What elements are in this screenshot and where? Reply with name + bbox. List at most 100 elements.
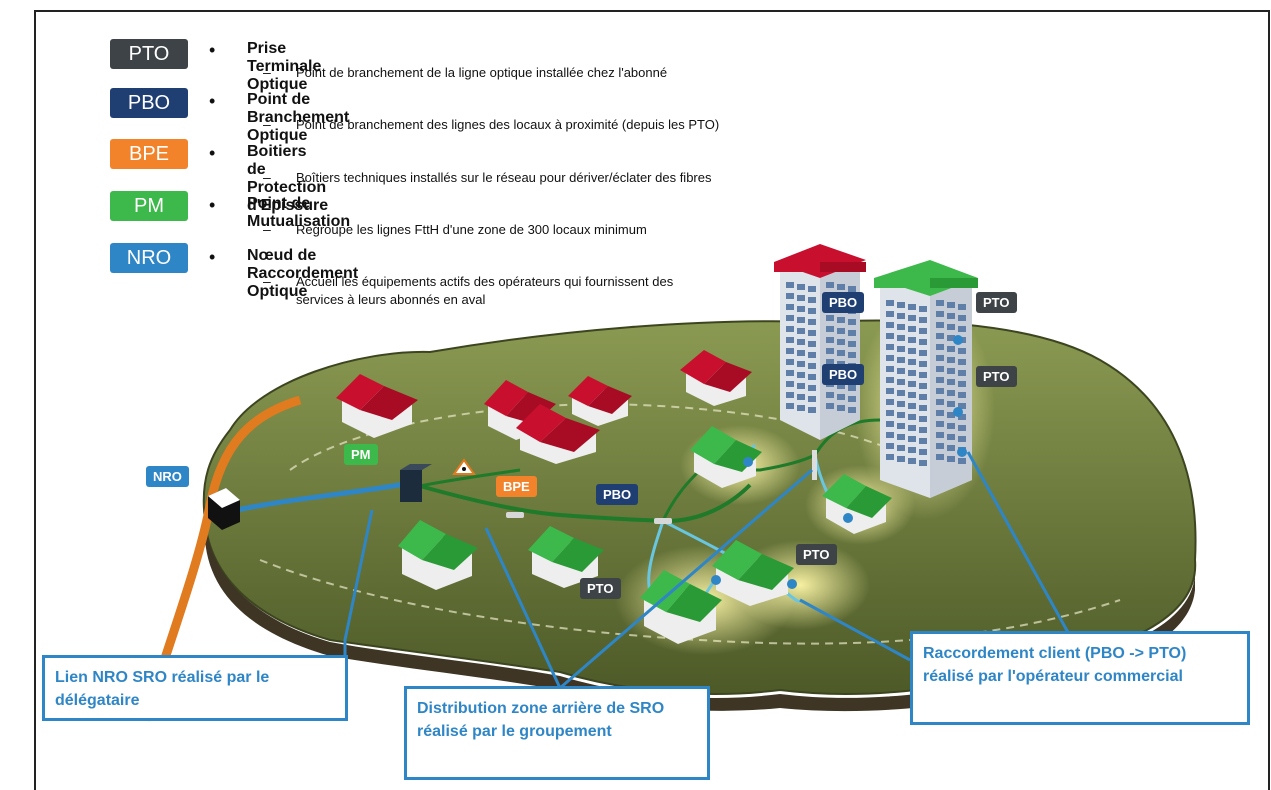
tower-window [936, 454, 944, 460]
legend-term-bpe: Boitiers de Protection d'Epissure [247, 143, 329, 214]
tower-window [848, 330, 856, 336]
tower-window [786, 370, 794, 376]
tower-window [848, 341, 856, 347]
tower-window [797, 328, 805, 334]
tower-window [886, 443, 894, 449]
tower-window [826, 392, 834, 398]
legend-dash: – [263, 64, 271, 80]
tower-window [886, 432, 894, 438]
tower-window [936, 432, 944, 438]
tower-window [786, 348, 794, 354]
tower-window [947, 357, 955, 363]
tower-window [919, 449, 927, 455]
tower-window [837, 328, 845, 334]
tower-window [936, 322, 944, 328]
tower-window [886, 300, 894, 306]
tower-window [936, 443, 944, 449]
tower-window [786, 403, 794, 409]
callout-nro-sro: Lien NRO SRO réalisé par le délégataire [42, 655, 348, 721]
tower-window [848, 385, 856, 391]
legend-term-nro: Nœud de Raccordement Optique [247, 247, 359, 300]
tower-window [808, 341, 816, 347]
house-green [822, 474, 892, 534]
tower-window [919, 460, 927, 466]
tower-window [919, 416, 927, 422]
tower-window [936, 421, 944, 427]
tower-window [837, 317, 845, 323]
legend-bullet: • [209, 247, 216, 267]
tower-window [936, 355, 944, 361]
tower-window [897, 324, 905, 330]
pbo-splice-box [654, 518, 672, 524]
tower-window [897, 423, 905, 429]
tower-window [808, 374, 816, 380]
callout-raccordement: Raccordement client (PBO -> PTO) réalisé… [910, 631, 1250, 725]
tower-window [897, 412, 905, 418]
tower-window [848, 286, 856, 292]
tower-window [786, 293, 794, 299]
tower-window [897, 302, 905, 308]
tower-window [947, 434, 955, 440]
tower-window [908, 337, 916, 343]
tower-window [908, 458, 916, 464]
tower-window [808, 352, 816, 358]
legend-badge-bpe: BPE [110, 139, 188, 169]
tower-window [797, 372, 805, 378]
green-distribution-fiber [419, 483, 752, 524]
tower-window [786, 381, 794, 387]
tower-window [936, 311, 944, 317]
tower-window [797, 306, 805, 312]
tower-window [808, 407, 816, 413]
legend-desc-bpe: Boîtiers techniques installés sur le rés… [296, 170, 712, 185]
legend-badge-nro: NRO [110, 243, 188, 273]
tower-window [908, 425, 916, 431]
tower-window [897, 379, 905, 385]
tower-window [886, 366, 894, 372]
tower-window [848, 352, 856, 358]
tower-window [897, 445, 905, 451]
pto-connector-dot [953, 407, 963, 417]
tower-window [919, 317, 927, 323]
tag-pbo-tower-2: PBO [822, 364, 865, 385]
house-red [516, 404, 600, 464]
tower-window [919, 350, 927, 356]
tower-window [786, 392, 794, 398]
tower-window [958, 425, 966, 431]
tower-window [808, 385, 816, 391]
house-green [398, 520, 478, 590]
tower-window [947, 379, 955, 385]
tower-window [797, 405, 805, 411]
tower-window [919, 339, 927, 345]
tower-window [936, 333, 944, 339]
tower-window [958, 458, 966, 464]
tower-window [886, 333, 894, 339]
tower-window [886, 311, 894, 317]
tower-window [947, 456, 955, 462]
tag-bpe: BPE [496, 476, 537, 497]
tower-window [947, 401, 955, 407]
house-green [640, 570, 722, 644]
pto-connector-dot [743, 457, 753, 467]
legend-term-pbo: Point de Branchement Optique [247, 91, 350, 144]
tower-window [958, 304, 966, 310]
legend-dash: – [263, 169, 271, 185]
tower-window [808, 286, 816, 292]
tower-window [808, 297, 816, 303]
tower-window [958, 436, 966, 442]
tag-pto-tower-1: PTO [976, 292, 1017, 313]
tower-window [958, 370, 966, 376]
tower-window [826, 326, 834, 332]
tower-window [826, 359, 834, 365]
tower-window [886, 388, 894, 394]
roadwork-sign-icon [452, 458, 476, 475]
tower-window [908, 326, 916, 332]
legend-term-pm: Point de Mutualisation [247, 195, 351, 230]
legend-badge-pbo: PBO [110, 88, 188, 118]
leader-line-raccordement [966, 451, 1072, 637]
tower-window [936, 388, 944, 394]
tower-window [958, 381, 966, 387]
tower-window [908, 447, 916, 453]
tower-window [837, 383, 845, 389]
tower-window [897, 357, 905, 363]
